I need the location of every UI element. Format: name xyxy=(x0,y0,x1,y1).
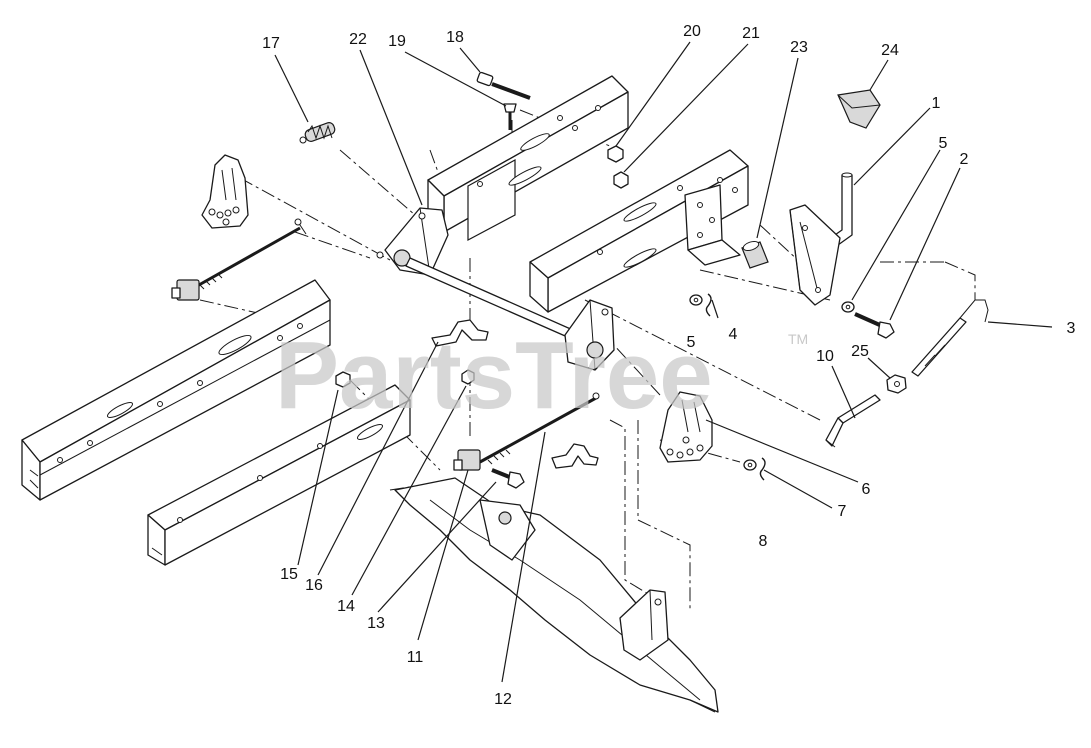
pivot-bracket-right xyxy=(564,299,615,371)
callout-23: 23 xyxy=(790,39,808,56)
watermark: PartsTree TM xyxy=(275,322,808,429)
pivot-bracket-left xyxy=(376,207,449,276)
leader-lines xyxy=(274,41,1053,683)
slotted-bracket-part-6 xyxy=(659,391,713,463)
callout-12: 12 xyxy=(494,691,512,708)
nut-part-25 xyxy=(886,374,907,394)
callout-22: 22 xyxy=(349,31,367,48)
frame-channel-right-center xyxy=(529,149,749,313)
callout-15: 15 xyxy=(280,566,298,583)
clip-part-7 xyxy=(759,457,766,481)
watermark-trademark: TM xyxy=(788,331,808,347)
slotted-bracket-upper xyxy=(201,154,249,229)
callout-20: 20 xyxy=(683,23,701,40)
callout-16: 16 xyxy=(305,577,323,594)
washer-part-5-lower xyxy=(689,294,703,306)
bolt-part-13 xyxy=(491,468,525,489)
bolt-part-18 xyxy=(476,71,531,100)
nut-part-21 xyxy=(613,171,629,189)
nut-part-15 xyxy=(335,371,351,388)
callout-1: 1 xyxy=(932,95,941,112)
washer-part-5-upper xyxy=(841,301,855,313)
callouts: 17 22 19 18 20 21 23 24 1 5 2 3 5 4 10 2… xyxy=(262,23,1075,708)
callout-3: 3 xyxy=(1067,320,1076,337)
rod-part-3 xyxy=(911,299,989,377)
bolt-part-2 xyxy=(854,312,895,339)
frame-channel-upper-center xyxy=(427,75,629,241)
callout-5-lower: 5 xyxy=(687,334,696,351)
lever-part-1 xyxy=(789,172,853,306)
clip-part-4 xyxy=(705,293,712,317)
nut-part-20 xyxy=(607,145,624,163)
clamp-bracket-lower xyxy=(551,443,599,469)
callout-4: 4 xyxy=(729,326,738,343)
callout-13: 13 xyxy=(367,615,385,632)
callout-17: 17 xyxy=(262,35,280,52)
callout-24: 24 xyxy=(881,42,899,59)
callout-14: 14 xyxy=(337,598,355,615)
callout-18: 18 xyxy=(446,29,464,46)
knob-part-24 xyxy=(837,89,881,129)
rod-part-10 xyxy=(825,394,881,448)
callout-8: 8 xyxy=(759,533,768,550)
adjuster-rod-part-12 xyxy=(479,392,600,465)
nut-part-14 xyxy=(461,369,475,385)
callout-21: 21 xyxy=(742,25,760,42)
callout-10: 10 xyxy=(816,348,834,365)
frame-channel-left-lower xyxy=(147,384,411,566)
clamp-part-16 xyxy=(431,319,489,347)
bushing-part-23 xyxy=(741,240,769,269)
callout-2: 2 xyxy=(960,151,969,168)
adjuster-rod-upper xyxy=(171,218,307,301)
callout-11: 11 xyxy=(407,649,424,666)
washer-part-8 xyxy=(743,459,757,471)
carriage-bolt-part-19 xyxy=(503,103,517,130)
callout-5-upper: 5 xyxy=(939,135,948,152)
spring-part-17 xyxy=(299,122,336,144)
lower-frame-assembly xyxy=(394,477,719,713)
frame-channel-left-long xyxy=(21,279,331,501)
callout-7: 7 xyxy=(838,503,847,520)
callout-6: 6 xyxy=(862,481,871,498)
watermark-text: PartsTree xyxy=(275,322,713,429)
callout-25: 25 xyxy=(851,343,869,360)
clevis-part-11 xyxy=(453,449,481,471)
callout-19: 19 xyxy=(388,33,406,50)
